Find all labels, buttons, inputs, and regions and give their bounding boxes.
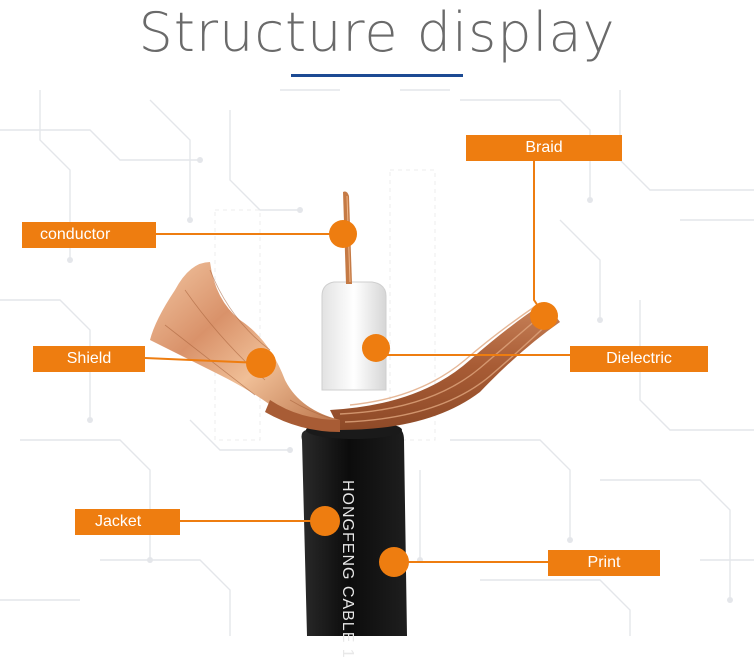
title-underline bbox=[291, 74, 463, 77]
callout-dot-braid bbox=[530, 302, 558, 330]
callout-dot-shield bbox=[246, 348, 276, 378]
label-conductor: conductor bbox=[22, 222, 156, 248]
callout-dot-conductor bbox=[329, 220, 357, 248]
label-jacket: Jacket bbox=[75, 509, 180, 535]
label-dielectric: Dielectric bbox=[570, 346, 708, 372]
callout-dot-print bbox=[379, 547, 409, 577]
cable-illustration bbox=[0, 0, 754, 636]
shield-foil bbox=[150, 262, 340, 430]
cable-print-text: HONGFENG CABLE 1 bbox=[338, 480, 356, 659]
structure-diagram: Structure display HONGFENG CABLE 1 Braid… bbox=[0, 0, 754, 636]
label-braid: Braid bbox=[466, 135, 622, 161]
callout-dot-dielectric bbox=[362, 334, 390, 362]
label-print: Print bbox=[548, 550, 660, 576]
label-shield: Shield bbox=[33, 346, 145, 372]
page-title: Structure display bbox=[0, 0, 754, 66]
callout-dot-jacket bbox=[310, 506, 340, 536]
